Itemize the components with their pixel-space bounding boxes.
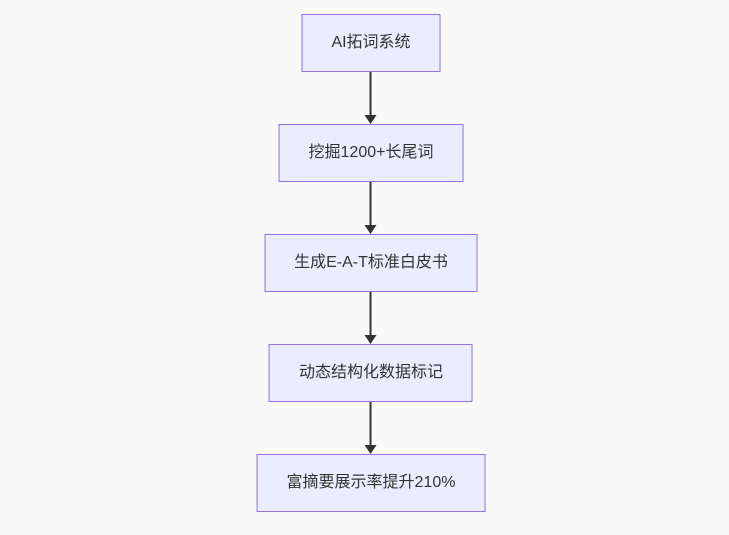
arrowhead-down-icon	[365, 445, 377, 454]
flow-node-3: 生成E-A-T标准白皮书	[264, 234, 478, 292]
flowchart-canvas: AI拓词系统 挖掘1200+长尾词 生成E-A-T标准白皮书 动态结构化数据标记…	[256, 14, 486, 512]
arrowhead-down-icon	[365, 225, 377, 234]
flow-node-1: AI拓词系统	[301, 14, 441, 72]
arrow-line	[370, 72, 372, 117]
flow-node-4: 动态结构化数据标记	[268, 344, 473, 402]
flow-arrow-1	[364, 72, 378, 124]
arrowhead-down-icon	[365, 335, 377, 344]
arrow-line	[370, 182, 372, 227]
arrowhead-down-icon	[365, 115, 377, 124]
flow-arrow-4	[364, 402, 378, 454]
flow-node-2: 挖掘1200+长尾词	[278, 124, 464, 182]
arrow-line	[370, 292, 372, 337]
flow-arrow-2	[364, 182, 378, 234]
flow-node-5: 富摘要展示率提升210%	[256, 454, 486, 512]
flow-arrow-3	[364, 292, 378, 344]
arrow-line	[370, 402, 372, 447]
